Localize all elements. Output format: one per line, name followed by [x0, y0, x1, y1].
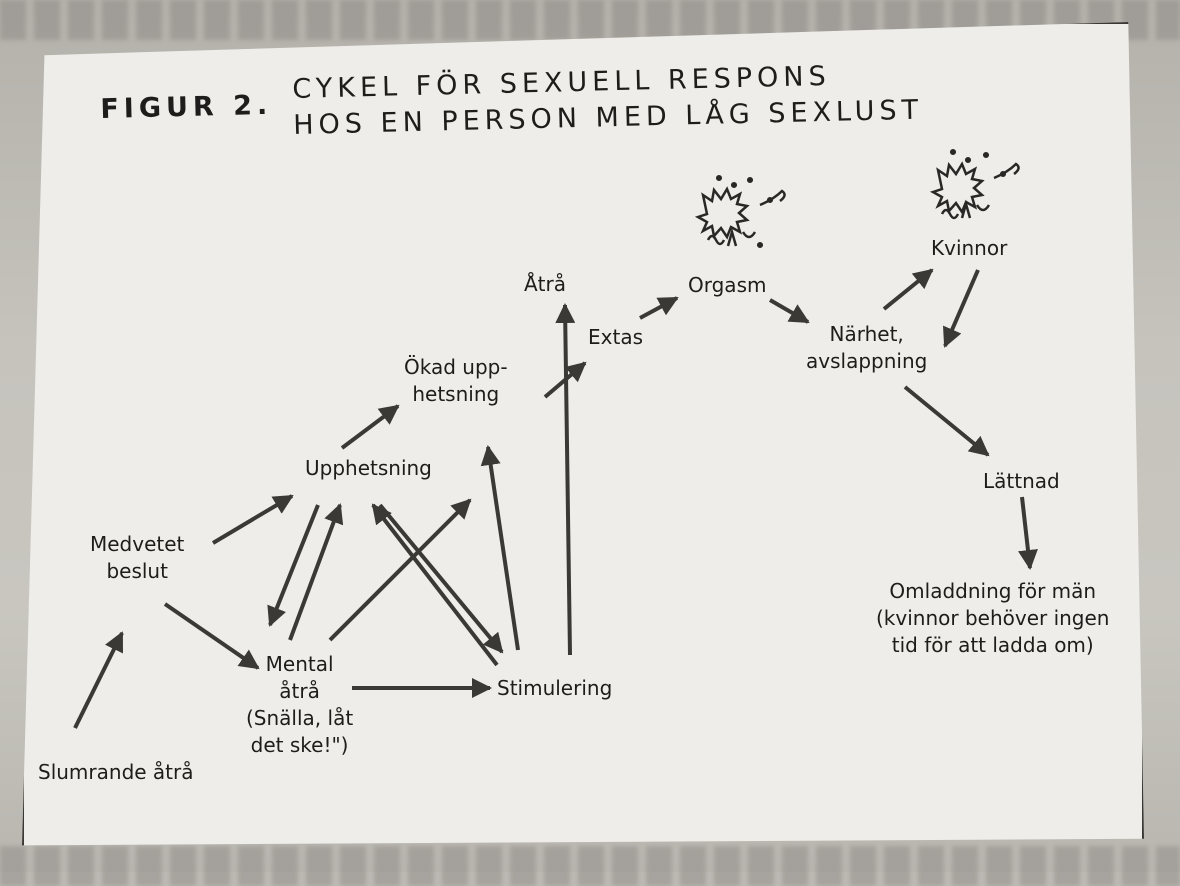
node-mental-atra: Mental åtrå (Snälla, låt det ske!") — [246, 651, 353, 759]
arrow-medvetet-to-mental — [163, 602, 260, 670]
node-upphetsning: Upphetsning — [305, 456, 432, 480]
node-stimulering: Stimulering — [497, 676, 613, 700]
node-extas: Extas — [588, 325, 643, 349]
node-okad-line-1: Ökad upp- — [404, 355, 508, 379]
node-atra: Åtrå — [524, 272, 567, 296]
node-narhet-line-2: avslappning — [806, 349, 928, 373]
node-omladdning-line-1: Omladdning för män — [889, 579, 1097, 603]
node-omladdning: Omladdning för män (kvinnor behöver inge… — [876, 578, 1110, 659]
arrow-stimulering-to-atra — [555, 303, 576, 656]
explosion-icon-kvinnor — [929, 148, 1020, 220]
node-narhet-line-1: Närhet, — [829, 322, 904, 346]
node-mental-line-1: Mental — [265, 652, 334, 676]
node-okad-line-2: hetsning — [412, 382, 500, 406]
arrow-mental-to-okad — [328, 498, 472, 642]
node-mental-line-4: det ske!") — [250, 733, 349, 757]
node-okad-upphetsning: Ökad upp- hetsning — [404, 354, 508, 408]
arrow-upphetsning-to-stimulering — [378, 503, 504, 654]
explosion-icon-orgasm — [694, 174, 786, 249]
node-slumrande-atra: Slumrande åtrå — [38, 760, 194, 784]
arrow-upphetsning-down-to-mental — [267, 504, 320, 627]
node-medvetet-line-2: beslut — [106, 559, 168, 583]
arrow-upphetsning-to-okad — [340, 404, 400, 450]
arrow-slumrande-to-medvetet — [73, 631, 124, 729]
arrow-mental-up-to-upphetsning — [288, 503, 344, 641]
arrow-narhet-to-kvinnor — [882, 268, 934, 311]
node-kvinnor: Kvinnor — [931, 236, 1008, 260]
arrow-okad-to-extas — [543, 361, 587, 399]
arrow-orgasm-to-narhet — [768, 298, 810, 324]
node-lattnad: Lättnad — [983, 469, 1060, 493]
node-mental-line-2: åtrå — [279, 679, 320, 703]
node-mental-line-3: (Snälla, låt — [246, 706, 354, 730]
arrow-kvinnor-to-narhet — [942, 269, 980, 348]
node-omladdning-line-2: (kvinnor behöver ingen — [876, 606, 1110, 630]
arrow-extas-to-orgasm — [639, 296, 679, 320]
arrow-narhet-to-lattnad — [903, 385, 990, 457]
arrow-stimulering-to-upphetsning — [371, 503, 499, 667]
arrow-stimulering-to-okad — [480, 445, 520, 651]
node-medvetet-line-1: Medvetet — [90, 532, 185, 556]
arrow-lattnad-to-omladdning — [1018, 496, 1038, 570]
node-medvetet-beslut: Medvetet beslut — [90, 531, 184, 585]
arrow-medvetet-to-upphetsning — [211, 494, 294, 545]
node-omladdning-line-3: tid för att ladda om) — [891, 633, 1094, 657]
node-orgasm: Orgasm — [688, 273, 767, 297]
node-narhet-avslappning: Närhet, avslappning — [806, 321, 927, 375]
